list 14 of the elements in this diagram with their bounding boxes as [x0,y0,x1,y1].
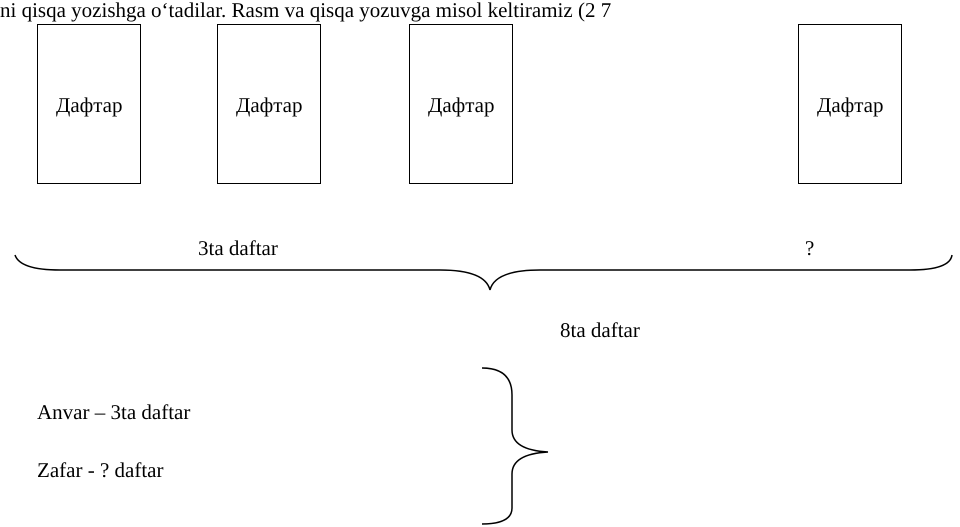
condition-text: Zafar - ? daftar [37,458,164,483]
notebook-box [798,24,902,184]
notebook-box [409,24,513,184]
box-label: Дафтар [817,93,884,118]
box-label: Дафтар [428,93,495,118]
unknown-label: ? [805,236,814,261]
notebook-box [217,24,321,184]
notebook-box [37,24,141,184]
box-label: Дафтар [236,93,303,118]
box-label: Дафтар [56,93,123,118]
heading-text: ni qisqa yozishga o‘tadilar. Rasm va qisqa yozuvga misol keltiramiz (2 7 [0,0,612,23]
condition-text: Anvar – 3ta daftar [37,400,190,425]
total-label: 8ta daftar [560,318,640,343]
count-label: 3ta daftar [198,236,278,261]
